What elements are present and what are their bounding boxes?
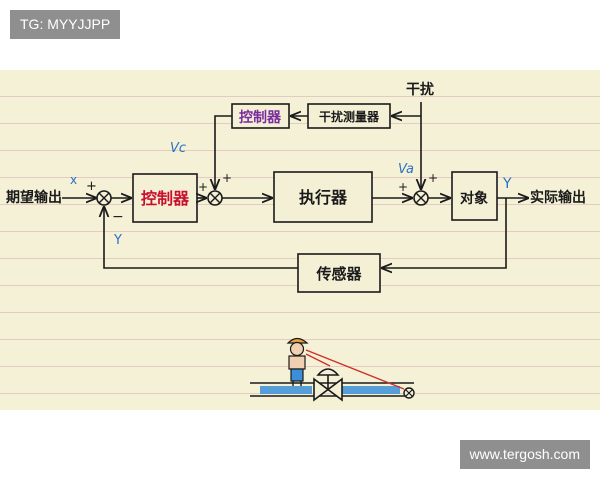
sum3-plus-top: + [428, 171, 438, 185]
signal-x: x [70, 173, 77, 187]
sum1-plus: + [86, 179, 97, 194]
control-diagram: 期望输出 x + − 控制器 + + Vc [6, 81, 586, 402]
actuator-label: 执行器 [299, 188, 348, 207]
line-ffcontroller-sum2 [215, 115, 232, 189]
pipe-water-right [342, 386, 400, 394]
sensor-label: 传感器 [315, 265, 362, 283]
signal-va: Va [398, 162, 414, 177]
flow-meter-symbol [403, 387, 415, 399]
summing-junction-1 [96, 190, 112, 206]
valve-body [313, 377, 343, 402]
controller-ff-label: 控制器 [239, 109, 282, 126]
plant-box [451, 171, 498, 221]
operator-figure [286, 337, 309, 386]
operator-valve-sketch [250, 337, 415, 402]
summing-junction-3 [413, 190, 429, 206]
disturbance-label: 干扰 [406, 81, 434, 98]
watermark-top-left: TG: MYYJJPP [10, 10, 121, 39]
sensor-box [297, 253, 381, 293]
controller-main-label: 控制器 [141, 189, 190, 208]
signal-y-feedback: Y [113, 233, 122, 248]
line-sensor-sum1 [104, 207, 298, 269]
sum1-minus: − [112, 209, 124, 225]
notebook-paper: 期望输出 x + − 控制器 + + Vc [0, 70, 600, 410]
pipe-water-left [260, 386, 312, 394]
watermark-bottom-right: www.tergosh.com [459, 440, 590, 469]
valve-actuator-dome [316, 368, 340, 376]
input-label: 期望输出 [6, 189, 62, 206]
line-output-sensor [382, 198, 507, 268]
output-label: 实际输出 [530, 189, 586, 206]
summing-junction-2 [207, 190, 223, 206]
controller-main-box [132, 173, 198, 223]
sum2-plus-left: + [198, 180, 208, 194]
sum2-plus-top: + [222, 171, 232, 185]
pointer-to-meter [305, 349, 405, 390]
pointer-to-valve [305, 353, 331, 367]
actuator-box [273, 171, 373, 223]
controller-ff-box [231, 103, 290, 129]
sum3-plus-left: + [398, 180, 408, 194]
disturbance-meter-box [307, 103, 391, 129]
signal-y-out: Y [502, 176, 512, 192]
plant-label: 对象 [460, 190, 488, 207]
signal-vc: Vc [170, 141, 186, 156]
disturbance-meter-label: 干扰测量器 [319, 109, 380, 124]
